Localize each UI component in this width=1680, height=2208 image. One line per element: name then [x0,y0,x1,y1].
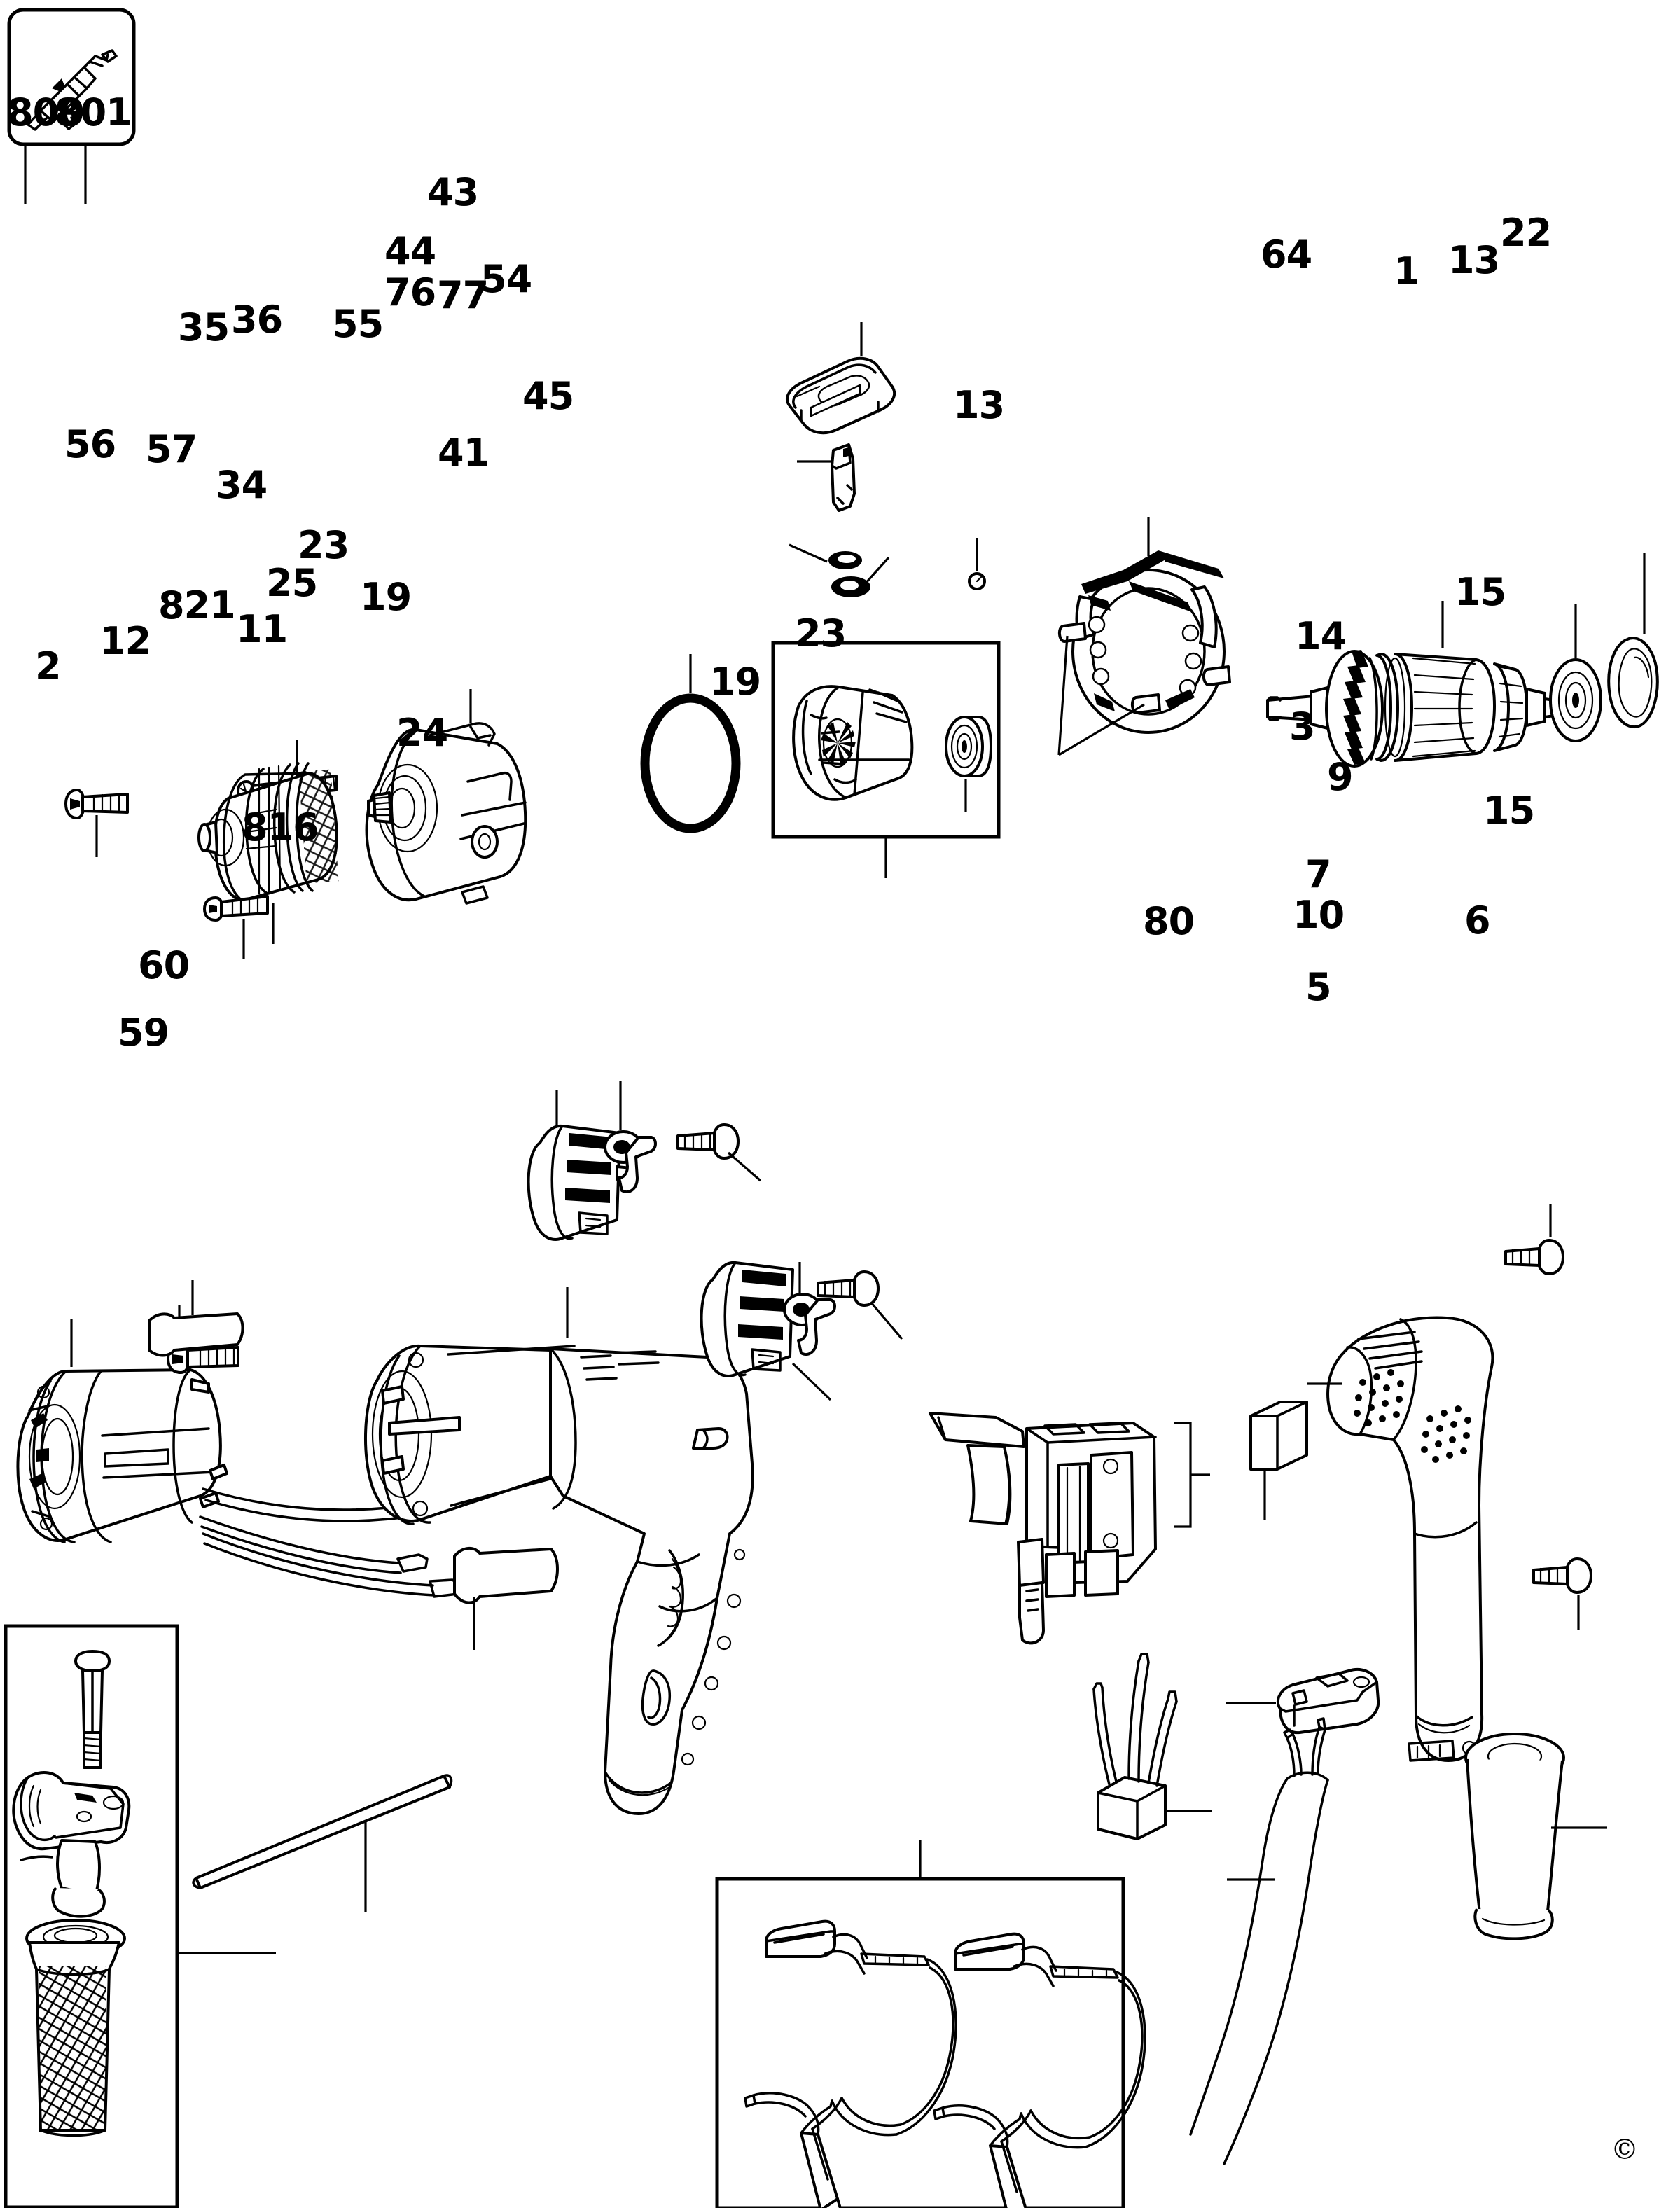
callout-15-upper: 15 [1455,570,1506,614]
callout-821: 821 [158,583,236,627]
callout-76: 76 [384,270,436,314]
gear-case-screw-group [203,895,269,959]
brush-holder-left-group [527,1090,632,1241]
accessory-box-group [7,8,136,204]
motor-housing-group [364,1287,754,1815]
gear-case-cover-group [365,689,527,905]
callout-34: 34 [216,463,268,507]
capacitor-group [1092,1653,1212,1840]
callout-3: 3 [1289,704,1316,749]
callout-43: 43 [427,170,479,214]
callout-56: 56 [64,422,116,466]
callout-13-right: 13 [1448,238,1500,282]
callout-54: 54 [480,257,532,301]
handle-grip-group [1464,1733,1607,1940]
callout-816: 816 [242,805,319,849]
speed-control-slider-group [797,443,856,512]
callout-77: 77 [437,273,489,317]
trigger-switch-group [929,1412,1210,1645]
callout-9: 9 [1327,755,1354,799]
speed-control-cover-group [786,322,896,435]
callout-5: 5 [1305,965,1332,1009]
ball-group [968,538,986,590]
gearbox-assembly-box-group [771,641,1001,878]
washers-group [789,543,890,597]
brush-screw-lower-group [817,1270,903,1340]
carbon-brush-lower-group [783,1262,836,1356]
callout-801: 801 [55,90,132,134]
callout-36: 36 [231,298,283,342]
callout-80: 80 [1143,899,1195,943]
bearing-13-b [1549,604,1602,742]
depth-rod-group [192,1774,453,1912]
warning-label-group [148,1280,244,1357]
callout-64: 64 [1261,232,1312,277]
brush-screw-upper-group [676,1123,762,1182]
keyless-chuck-group [197,762,339,944]
callout-24: 24 [396,711,448,755]
callout-10: 10 [1293,893,1345,937]
callout-45: 45 [522,374,574,418]
seal-ring-group [1607,553,1659,729]
callout-19-upper: 19 [360,575,412,619]
callout-11: 11 [236,607,288,651]
callout-12: 12 [99,619,151,663]
callout-57: 57 [146,427,197,471]
handle-screw-upper-group [1504,1204,1564,1275]
callout-22: 22 [1500,211,1552,255]
brush-holder-right-group [700,1261,832,1401]
callout-25: 25 [266,561,318,605]
callout-41: 41 [438,431,490,475]
callout-1: 1 [1394,249,1420,293]
brush-holder-plate-group [1057,517,1231,756]
name-plate-label-group [453,1547,559,1650]
bearing-13-a [945,716,992,812]
field-stator-group [16,1319,462,1598]
chuck-screw-group [64,789,129,857]
callout-15-lower: 15 [1483,789,1535,833]
brush-set-box-group [715,1840,1146,2208]
carbon-brush-upper-group [604,1081,657,1193]
callout-19-lower: 19 [709,660,761,704]
callout-35: 35 [178,305,230,349]
callout-6: 6 [1464,898,1491,943]
callout-2: 2 [35,644,62,688]
callout-60: 60 [138,943,190,987]
suppressor-block-group [1249,1401,1308,1520]
callout-44: 44 [384,229,436,273]
callout-7: 7 [1305,852,1332,896]
callout-13-gearbox: 13 [953,383,1005,427]
callout-59: 59 [118,1011,169,1055]
callout-14: 14 [1295,614,1347,658]
handle-screw-lower-group [1532,1557,1592,1630]
callout-23-lower: 23 [795,611,847,655]
callout-23-upper: 23 [298,523,349,567]
callout-55: 55 [332,302,384,346]
side-handle-box-group [4,1624,276,2208]
callout-800: 800 [7,90,85,134]
power-cord-group [1189,1717,1329,2165]
copyright-mark: © [1611,2134,1639,2166]
o-ring-group [640,654,741,833]
cord-clamp-group [1226,1668,1380,1735]
